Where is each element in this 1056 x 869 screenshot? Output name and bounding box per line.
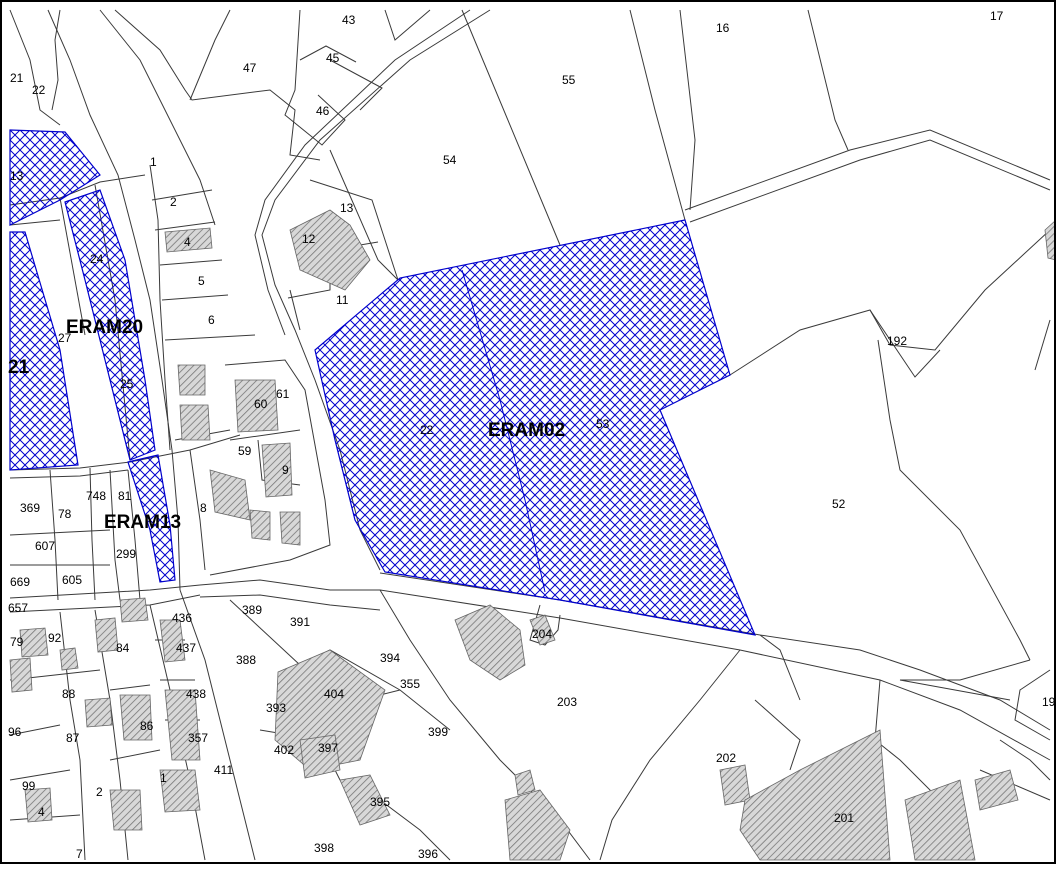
parcel-label: 11 [336,293,349,307]
parcel-label: 411 [214,763,233,777]
parcel-label: 52 [832,497,846,511]
parcel-label: 81 [118,489,132,503]
parcel-label: 84 [116,641,130,655]
zone-area-eram21 [9,129,101,226]
zone-label-eram02: ERAM02 [488,420,565,441]
parcel-label: 4 [38,805,45,819]
parcel-label: 47 [243,61,257,75]
zone-area-eram02 [314,219,756,636]
parcel-label: 54 [443,153,457,167]
parcel-label: 5 [198,274,205,288]
parcel-label: 669 [10,575,30,589]
parcel-label: 398 [314,841,334,855]
parcel-label: 202 [716,751,736,765]
parcel-label: 299 [116,547,136,561]
buildings [9,209,1056,861]
parcel-label: 397 [318,741,338,755]
parcel-label: 7 [76,847,83,861]
parcel-label: 60 [254,397,268,411]
parcel-label: 201 [834,811,854,825]
parcel-label: 607 [35,539,55,553]
zone-area-eram21-lower [9,231,79,471]
parcel-label: 203 [557,695,577,709]
parcel-label: 357 [188,731,208,745]
parcel-label: 79 [10,635,24,649]
parcel-label: 16 [716,21,730,35]
parcel-label: 192 [887,334,907,348]
parcel-label: 394 [380,651,400,665]
parcel-label: 395 [370,795,390,809]
zone-areas [9,129,756,636]
parcel-label: 78 [58,507,72,521]
parcel-label: 9 [282,463,289,477]
parcel-label: 369 [20,501,40,515]
zone-area-eram20-strip [64,189,156,461]
parcel-label: 13 [340,201,354,215]
parcel-label: 2 [96,785,103,799]
parcel-label: 438 [186,687,206,701]
parcel-label: 396 [418,847,438,861]
parcel-label: 99 [22,779,36,793]
parcel-label: 21 [8,357,30,378]
parcel-label: 391 [290,615,310,629]
zone-label-eram13: ERAM13 [104,512,181,533]
parcel-label: 355 [400,677,420,691]
parcel-label: 657 [8,601,28,615]
zone-label-eram20: ERAM20 [66,317,143,338]
parcel-label: 393 [266,701,286,715]
parcel-label: 6 [208,313,215,327]
parcel-label: 1 [160,771,167,785]
parcel-label: 12 [302,232,316,246]
parcel-label: 53 [596,417,610,431]
parcel-label: 27 [58,331,72,345]
parcel-label: 399 [428,725,448,739]
parcel-label: 21 [10,71,24,85]
parcel-label: 19 [1042,695,1056,709]
parcel-label: 204 [532,627,552,641]
parcel-label: 88 [62,687,76,701]
parcel-label: 388 [236,653,256,667]
parcel-label: 22 [32,83,46,97]
parcel-label: 389 [242,603,262,617]
parcel-label: 96 [8,725,22,739]
parcel-label: 437 [176,641,196,655]
parcel-label: 46 [316,104,330,118]
parcel-label: 45 [326,51,340,65]
parcel-labels: 43 16 17 21 22 47 45 55 46 13 54 1 2 4 1… [8,9,1056,861]
parcel-label: 92 [48,631,62,645]
parcel-label: 1 [150,155,157,169]
zone-labels: ERAM20 ERAM02 ERAM13 [66,317,565,533]
zone-area-eram13-strip [127,454,176,583]
parcel-label: 87 [66,731,80,745]
zone-internal-lines [461,269,546,593]
parcel-label: 86 [140,719,154,733]
parcel-label: 22 [420,423,434,437]
parcel-label: 8 [200,501,207,515]
parcel-label: 402 [274,743,294,757]
parcel-label: 17 [990,9,1004,23]
parcel-label: 4 [184,235,191,249]
parcel-label: 404 [324,687,344,701]
parcel-label: 24 [90,252,104,266]
parcel-label: 59 [238,444,252,458]
parcel-label: 748 [86,489,106,503]
parcel-label: 13 [10,169,24,183]
parcel-label: 43 [342,13,356,27]
parcel-label: 55 [562,73,576,87]
parcel-label: 605 [62,573,82,587]
parcel-label: 25 [120,377,134,391]
parcel-label: 61 [276,387,290,401]
parcel-label: 436 [172,611,192,625]
parcel-label: 2 [170,195,177,209]
